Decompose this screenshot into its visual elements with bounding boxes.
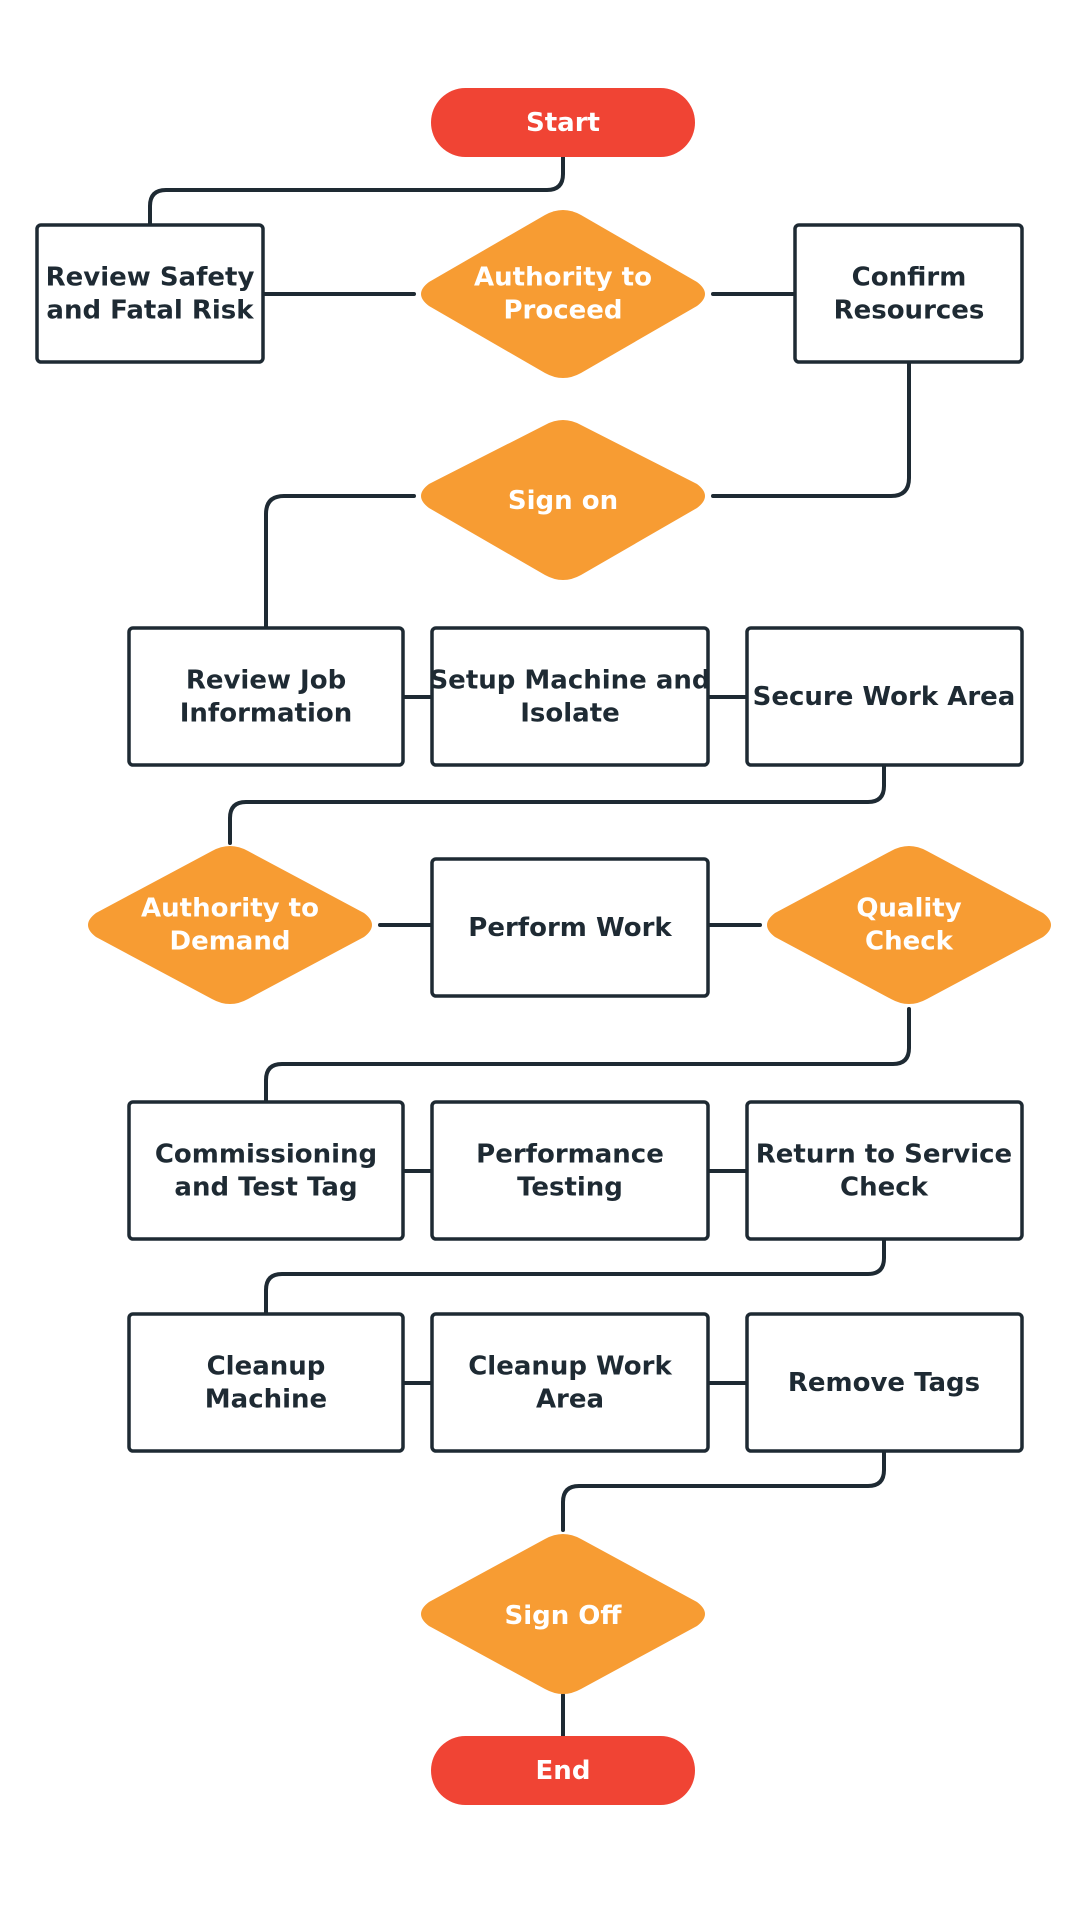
decision-authority-demand-label-line-2: Demand — [170, 926, 291, 956]
decision-sign-on: Sign on — [421, 420, 705, 580]
decision-sign-off-label-line-1: Sign Off — [505, 1601, 623, 1631]
connector-secure-area-to-authority-demand — [228, 764, 886, 845]
terminal-start-label: Start — [526, 108, 600, 138]
process-setup-machine-box — [430, 626, 710, 767]
decision-quality-check-shape — [767, 846, 1051, 1004]
connector-quality-check-to-commissioning — [264, 1007, 911, 1104]
decision-sign-on-shape — [421, 420, 705, 580]
terminal-start-label-line-1: Start — [526, 108, 600, 138]
process-cleanup-area-box — [430, 1312, 710, 1453]
terminal-end-label: End — [536, 1756, 591, 1786]
process-remove-tags-box — [745, 1312, 1024, 1453]
process-performance-testing-label-line-2: Testing — [517, 1172, 623, 1202]
connector-sign-on-to-review-job — [264, 494, 416, 630]
connector-return-service-to-cleanup-machine — [264, 1238, 886, 1316]
process-remove-tags: Remove Tags — [745, 1312, 1024, 1453]
decision-quality-check-label-line-1: Quality — [856, 893, 961, 923]
process-cleanup-machine-label-line-1: Cleanup — [207, 1351, 326, 1381]
process-secure-work-area: Secure Work Area — [745, 626, 1024, 767]
connectors — [148, 154, 911, 1738]
process-review-job-label-line-2: Information — [180, 698, 353, 728]
process-cleanup-machine-label-line-2: Machine — [205, 1384, 327, 1414]
terminal-end-shape — [431, 1736, 695, 1805]
process-review-safety-label-line-2: and Fatal Risk — [46, 295, 254, 325]
decision-authority-demand-shape — [88, 846, 372, 1004]
connector-start-to-review-safety — [148, 154, 565, 227]
process-confirm-resources-box — [793, 223, 1024, 364]
process-secure-work-area-box — [745, 626, 1024, 767]
decision-sign-on-label: Sign on — [508, 486, 618, 516]
connector-remove-tags-to-sign-off — [561, 1450, 886, 1532]
decision-sign-on-label-line-1: Sign on — [508, 486, 618, 516]
decision-authority-proceed-shape — [421, 210, 705, 378]
decision-sign-off-label: Sign Off — [505, 1601, 623, 1631]
process-secure-work-area-label-line-1: Secure Work Area — [753, 682, 1016, 712]
process-setup-machine-label-line-1: Setup Machine and — [429, 665, 710, 695]
decision-quality-check-label-line-2: Check — [865, 926, 954, 956]
process-review-job-label-line-1: Review Job — [186, 665, 346, 695]
decision-sign-off-shape — [421, 1534, 705, 1694]
terminal-start-shape — [431, 88, 695, 157]
process-perform-work: Perform Work — [430, 857, 710, 998]
process-confirm-resources-label-line-1: Confirm — [852, 262, 967, 292]
process-perform-work-label: Perform Work — [468, 913, 672, 943]
decision-sign-off: Sign Off — [421, 1534, 705, 1694]
process-setup-machine-label-line-2: Isolate — [520, 698, 620, 728]
process-perform-work-label-line-1: Perform Work — [468, 913, 672, 943]
process-return-service-box — [745, 1100, 1024, 1241]
decision-authority-proceed-label-line-2: Proceed — [503, 295, 622, 325]
process-commissioning-label-line-1: Commissioning — [155, 1139, 377, 1169]
process-cleanup-machine-box — [127, 1312, 405, 1453]
terminal-end-label-line-1: End — [536, 1756, 591, 1786]
process-secure-work-area-label: Secure Work Area — [753, 682, 1016, 712]
process-confirm-resources-label-line-2: Resources — [834, 295, 985, 325]
process-perform-work-box — [430, 857, 710, 998]
process-return-service-label-line-2: Check — [840, 1172, 929, 1202]
decision-authority-demand-label-line-1: Authority to — [141, 893, 319, 923]
process-cleanup-area-label-line-1: Cleanup Work — [468, 1351, 672, 1381]
decision-authority-proceed-label-line-1: Authority to — [474, 262, 652, 292]
connector-confirm-resources-to-sign-on — [711, 360, 911, 498]
terminal-end: End — [431, 1736, 695, 1805]
process-cleanup-area-label-line-2: Area — [536, 1384, 604, 1414]
process-commissioning-box — [127, 1100, 405, 1241]
process-performance-testing-box — [430, 1100, 710, 1241]
process-remove-tags-label-line-1: Remove Tags — [788, 1368, 980, 1398]
process-review-job-box — [127, 626, 405, 767]
process-performance-testing-label-line-1: Performance — [476, 1139, 664, 1169]
terminal-start: Start — [431, 88, 695, 157]
process-review-safety-box — [35, 223, 265, 364]
process-return-service-label-line-1: Return to Service — [756, 1139, 1012, 1169]
process-remove-tags-label: Remove Tags — [788, 1368, 980, 1398]
process-review-safety-label-line-1: Review Safety — [46, 262, 255, 292]
process-commissioning-label-line-2: and Test Tag — [174, 1172, 357, 1202]
